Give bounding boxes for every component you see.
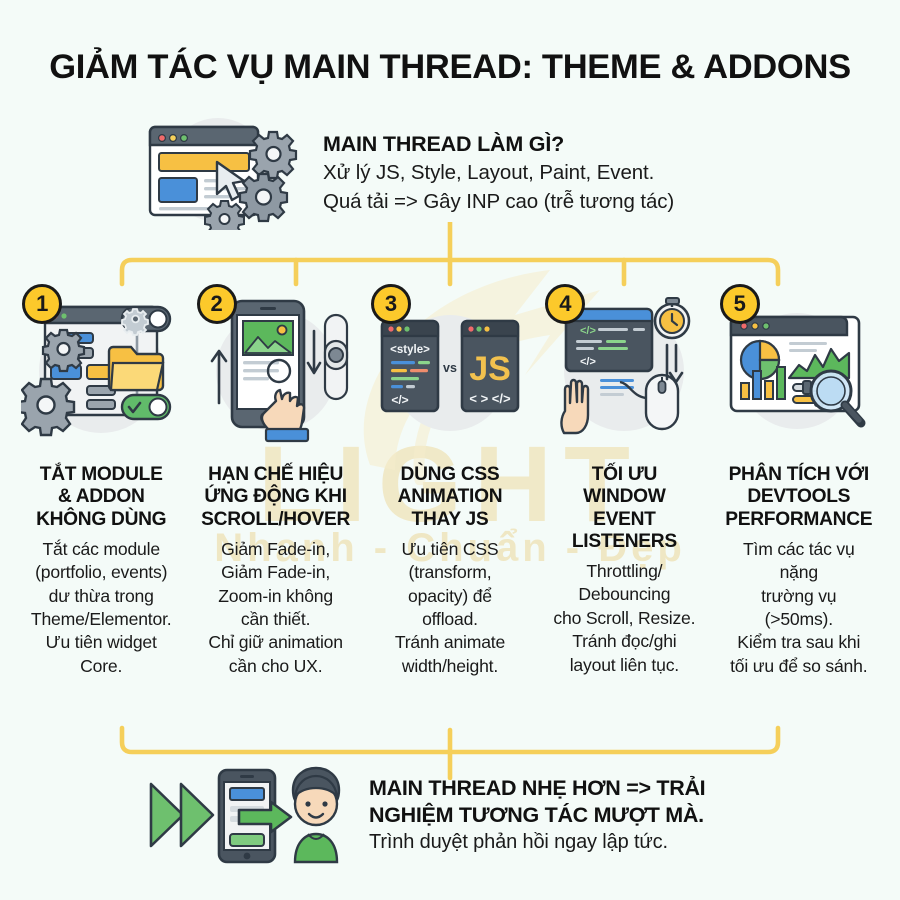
step-column-4: 4 </> </> [537, 278, 711, 678]
body-line: Ưu tiên widget [45, 632, 157, 653]
title-line: TỐI ƯU [591, 464, 658, 485]
body-line: offload. [422, 608, 478, 629]
step-badge-3: 3 [370, 284, 411, 324]
title-line: DÙNG CSS [400, 464, 500, 485]
title-line: HẠN CHẾ HIỆU [208, 464, 344, 485]
step-badge-1: 1 [22, 284, 63, 324]
body-line: width/height. [401, 655, 499, 676]
title-line: LISTENERS [571, 530, 677, 552]
body-line: cho Scroll, Resize. [553, 607, 696, 628]
body-line: Ưu tiên CSS [401, 538, 499, 559]
page-title: GIẢM TÁC VỤ MAIN THREAD: THEME & ADDONS [49, 48, 851, 86]
body-line: (transform, [408, 562, 492, 583]
body-line: Giảm Fade-in, [221, 538, 331, 559]
svg-text:vs: vs [443, 361, 457, 375]
title-line: & ADDON [57, 486, 145, 508]
body-line: Theme/Elementor. [30, 608, 172, 629]
body-line: Kiểm tra sau khi [737, 632, 861, 653]
step-body-3: Ưu tiên CSS (transform, opacity) để offl… [395, 538, 505, 678]
svg-text:</>: </> [580, 325, 596, 337]
mobile-scroll-hand-icon [210, 299, 348, 443]
body-line: layout liên tục. [569, 654, 679, 675]
top-section: MAIN THREAD LÀM GÌ? Xử lý JS, Style, Lay… [140, 115, 674, 241]
bottom-text-block: MAIN THREAD NHẸ HƠN => TRẢI NGHIỆM TƯƠNG… [369, 775, 706, 855]
top-text-block: MAIN THREAD LÀM GÌ? Xử lý JS, Style, Lay… [323, 129, 674, 216]
body-line: Tìm các tác vụ [742, 538, 855, 559]
body-line: Tắt các module [42, 538, 160, 559]
bottom-heading-line-1: MAIN THREAD NHẸ HƠN => TRẢI [369, 775, 706, 800]
body-line: nặng [779, 562, 819, 583]
body-line: Zoom-in không [218, 585, 333, 606]
title-line: PHÂN TÍCH VỚI [728, 464, 870, 485]
body-line: Core. [80, 655, 123, 676]
body-line: Chỉ giữ animation [208, 632, 343, 653]
title-line: TẮT MODULE [39, 464, 163, 485]
steps-row: 1 [14, 278, 886, 678]
analytics-dashboard-magnifier-icon [729, 313, 866, 429]
step-body-2: Giảm Fade-in, Giảm Fade-in, Zoom-in khôn… [208, 538, 343, 678]
step-column-1: 1 [14, 278, 188, 678]
body-line: cần cho UX. [228, 655, 323, 676]
step-body-4: Throttling/ Debouncing cho Scroll, Resiz… [553, 560, 695, 677]
browser-window-gears-icon [140, 115, 305, 241]
body-line: (portfolio, events) [35, 562, 168, 583]
step-title-5: PHÂN TÍCH VỚI DEVTOOLS PERFORMANCE [725, 464, 872, 531]
body-line: (>50ms). [764, 608, 834, 629]
top-line-2: Quá tải => Gây INP cao (trễ tương tác) [323, 189, 675, 213]
step-title-1: TẮT MODULE & ADDON KHÔNG DÙNG [36, 464, 167, 531]
step-title-4: TỐI ƯU WINDOW EVENT LISTENERS [572, 464, 677, 553]
svg-text:< > </>: < > </> [469, 391, 511, 406]
title-line: EVENT [593, 508, 656, 530]
title-line: THAY JS [411, 508, 489, 530]
title-line: DEVTOOLS [747, 486, 851, 508]
body-line: Debouncing [578, 584, 671, 605]
body-line: Throttling/ [586, 561, 663, 582]
title-line: SCROLL/HOVER [201, 508, 350, 530]
body-line: Tránh đọc/ghi [572, 631, 677, 652]
bottom-subtext: Trình duyệt phản hồi ngay lập tức. [369, 831, 668, 854]
settings-panel-toggle-icon [21, 305, 172, 437]
step-body-5: Tìm các tác vụ nặng trường vụ (>50ms). K… [730, 538, 867, 678]
body-line: dư thừa trong [48, 585, 154, 606]
step-badge-5: 5 [719, 284, 760, 324]
body-line: trường vụ [761, 585, 837, 606]
step-column-2: 2 [188, 278, 362, 678]
step-title-2: HẠN CHẾ HIỆU ỨNG ĐỘNG KHI SCROLL/HOVER [201, 464, 350, 531]
body-line: opacity) để [408, 585, 492, 606]
svg-text:</>: </> [580, 356, 596, 368]
title-line: ANIMATION [397, 486, 503, 508]
body-line: cần thiết. [240, 608, 311, 629]
bottom-section: MAIN THREAD NHẸ HƠN => TRẢI NGHIỆM TƯƠNG… [145, 762, 706, 867]
title-line: ỨNG ĐỘNG KHI [204, 486, 347, 508]
top-heading: MAIN THREAD LÀM GÌ? [323, 131, 565, 156]
bottom-heading-line-2: NGHIỆM TƯƠNG TÁC MƯỢT MÀ. [369, 802, 704, 827]
step-column-5: 5 [712, 278, 886, 678]
step-column-3: 3 <style> </> [363, 278, 537, 678]
title-line: KHÔNG DÙNG [36, 508, 167, 530]
title-line: WINDOW [583, 486, 666, 508]
body-line: tối ưu để so sánh. [730, 655, 868, 676]
body-line: Tránh animate [394, 632, 506, 653]
svg-text:</>: </> [391, 393, 408, 407]
svg-text:JS: JS [469, 350, 511, 388]
top-line-1: Xử lý JS, Style, Layout, Paint, Event. [323, 160, 655, 184]
title-line: PERFORMANCE [725, 508, 873, 530]
phone-user-arrow-icon [145, 762, 355, 867]
step-badge-2: 2 [196, 284, 237, 324]
step-title-3: DÙNG CSS ANIMATION THAY JS [398, 464, 503, 531]
body-line: Giảm Fade-in, [221, 562, 331, 583]
step-body-1: Tắt các module (portfolio, events) dư th… [31, 538, 172, 678]
svg-text:<style>: <style> [390, 344, 430, 356]
